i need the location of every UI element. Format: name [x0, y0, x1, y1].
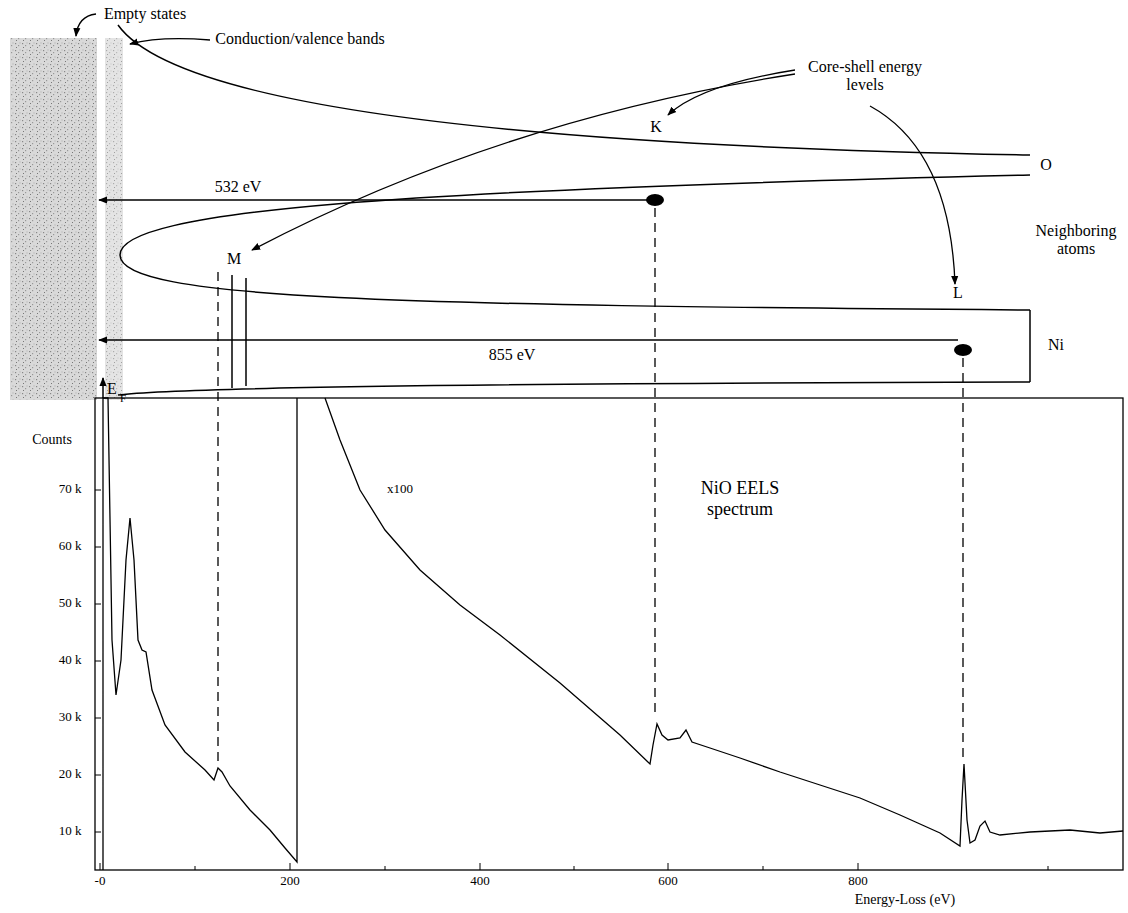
- x-tick-minor: [574, 866, 575, 870]
- y-tick: [95, 604, 101, 605]
- y-tick: [95, 547, 101, 548]
- tick-label: 10 k: [59, 824, 82, 839]
- edge-guide: [962, 358, 963, 758]
- tick-label: 400: [470, 874, 490, 889]
- level-label: Core-shell energy levels: [795, 58, 935, 95]
- tick-label: 30 k: [59, 710, 82, 725]
- y-tick: [95, 832, 101, 833]
- m-level-line: [231, 275, 233, 388]
- tick-label: 800: [848, 874, 868, 889]
- empty-states-region: [10, 38, 97, 400]
- y-tick: [95, 661, 101, 662]
- shell-label: K: [650, 118, 662, 136]
- leader-arrow: [870, 106, 955, 284]
- ni-bracket: [1029, 310, 1031, 382]
- tick-label: 60 k: [59, 539, 82, 554]
- axis-title: Counts: [32, 432, 72, 448]
- shell-label: M: [227, 250, 241, 268]
- band-label: Conduction/valence bands: [215, 30, 384, 48]
- tick-label: 20 k: [59, 767, 82, 782]
- transition-arrow: [99, 339, 958, 341]
- x-tick: [100, 863, 101, 870]
- tick-label: 600: [658, 874, 678, 889]
- x-tick-minor: [385, 866, 386, 870]
- y-tick: [95, 490, 101, 491]
- band-curve: [118, 25, 1030, 155]
- x-tick-minor: [763, 866, 764, 870]
- band-curve: [118, 382, 1030, 395]
- plot-title: NiO EELS spectrum: [680, 478, 800, 519]
- x-tick: [290, 863, 291, 870]
- atom-label: Ni: [1048, 336, 1064, 354]
- fermi-subscript: F: [120, 392, 126, 405]
- tick-label: 200: [280, 874, 300, 889]
- x-tick-minor: [1048, 866, 1049, 870]
- edge-guide: [654, 208, 655, 718]
- fermi-label: E: [107, 380, 117, 398]
- leader-arrow: [252, 74, 795, 250]
- x-tick: [480, 863, 481, 870]
- transition-arrow: [99, 199, 650, 201]
- tick-label: -0: [95, 874, 106, 889]
- tick-label: 50 k: [59, 596, 82, 611]
- atom-note: Neighboring atoms: [1028, 222, 1124, 259]
- band-curve: [120, 175, 1030, 310]
- y-tick: [95, 718, 101, 719]
- edge-guide: [217, 272, 218, 762]
- energy-label: 855 eV: [489, 346, 536, 364]
- leader-arrow: [130, 39, 210, 44]
- shell-label: L: [953, 284, 963, 302]
- energy-label: 532 eV: [215, 178, 262, 196]
- x-tick: [668, 863, 669, 870]
- fermi-arrow: [102, 378, 104, 398]
- m-level-line: [245, 278, 247, 386]
- spectrum-core-loss: [325, 398, 1123, 846]
- leader-arrow: [76, 14, 96, 36]
- fermi-gap: [102, 38, 105, 398]
- x-tick-minor: [195, 866, 196, 870]
- core-electron: [954, 344, 972, 356]
- spectrum-low-loss: [103, 398, 297, 870]
- plot-frame: [95, 398, 1123, 870]
- energy-level-drawing: [10, 14, 1123, 870]
- atom-label: O: [1040, 156, 1052, 174]
- tick-label: 70 k: [59, 482, 82, 497]
- tick-label: 40 k: [59, 653, 82, 668]
- core-electron: [646, 194, 664, 206]
- x-tick: [858, 863, 859, 870]
- region-label: Empty states: [104, 5, 186, 23]
- axis-title: Energy-Loss (eV): [855, 892, 955, 908]
- band-strip: [105, 38, 123, 400]
- scale-note: x100: [387, 482, 413, 497]
- y-tick: [95, 775, 101, 776]
